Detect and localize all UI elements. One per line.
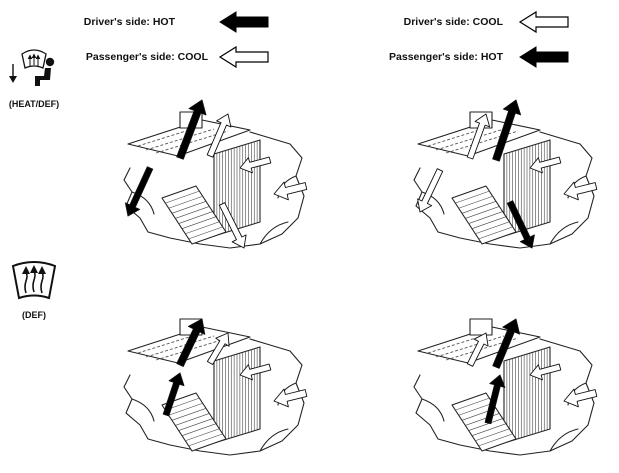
heater-core [213, 139, 261, 237]
hot-arrow-icon [219, 11, 269, 33]
heater-unit-def-passenger-hot [413, 318, 598, 456]
legend-right-passenger-label: Passenger's side: HOT [389, 51, 503, 63]
defrost-mode-icon [11, 261, 57, 300]
heater-core [503, 346, 551, 444]
housing-outline [123, 338, 305, 456]
defrost-outlet [469, 318, 493, 336]
legend-left-driver-label: Driver's side: HOT [83, 16, 175, 28]
heater-unit-heat-def-driver-hot [123, 99, 308, 249]
housing-outline [413, 131, 595, 249]
cool-arrow-icon [218, 45, 269, 69]
legend-right-driver: Driver's side: COOL [380, 10, 570, 34]
legend-right-passenger: Passenger's side: HOT [380, 46, 570, 69]
cool-arrow-icon [518, 10, 569, 34]
heater-unit-heat-def-passenger-hot [413, 99, 598, 249]
housing-outline [413, 338, 595, 456]
legend-left-passenger: Passenger's side: COOL [60, 45, 270, 69]
heater-core [503, 139, 551, 237]
heat-def-mode-label: (HEAT/DEF) [8, 99, 60, 109]
legend-right-driver-label: Driver's side: COOL [403, 16, 503, 28]
heat-def-mode-icon [9, 49, 55, 86]
legend-left-driver: Driver's side: HOT [60, 11, 270, 34]
heater-core [213, 346, 261, 444]
heater-unit-def-driver-hot [123, 318, 308, 456]
hot-arrow-icon [519, 46, 569, 68]
def-mode-label: (DEF) [22, 310, 46, 320]
legend-left-passenger-label: Passenger's side: COOL [85, 51, 208, 63]
